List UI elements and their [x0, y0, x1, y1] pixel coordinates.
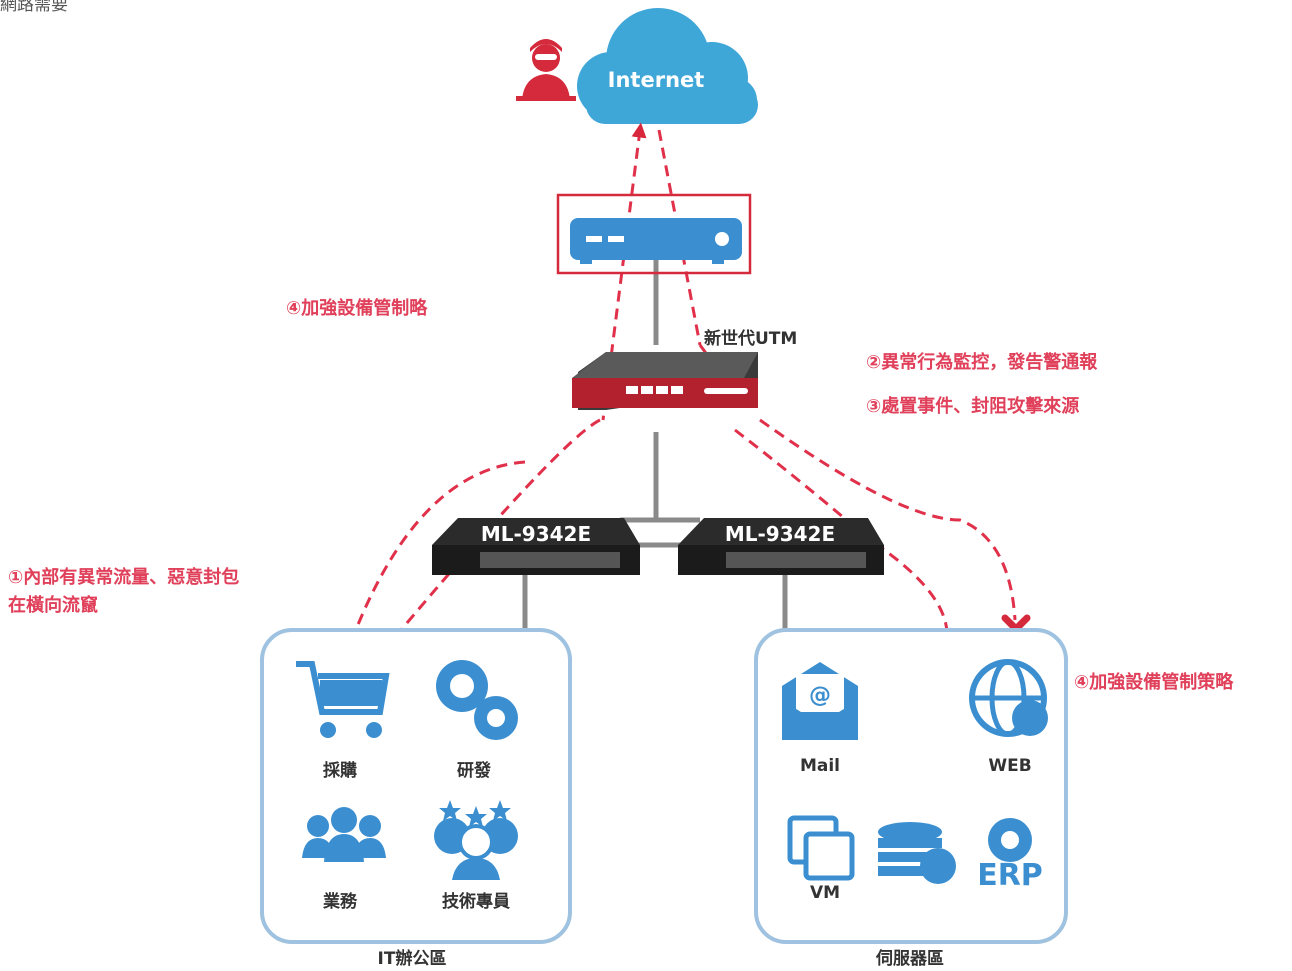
- server-item-web: WEB: [988, 756, 1032, 776]
- it-office-title: IT辦公區: [377, 949, 447, 969]
- annotation-handle-block: ③處置事件、封阻攻擊來源: [866, 396, 1080, 417]
- it-item-rnd: 研發: [457, 761, 491, 781]
- hacker-icon: [516, 39, 576, 101]
- internet-label: Internet: [607, 68, 705, 92]
- server-zone-title: 伺服器區: [876, 949, 944, 969]
- annotation-lateral-line1: ①內部有異常流量、惡意封包: [8, 567, 240, 588]
- server-item-mail: Mail: [799, 756, 841, 776]
- switch-right-label: ML-9342E: [724, 522, 836, 546]
- utm-device-icon: [572, 352, 758, 410]
- it-item-tech-specialist: 技術專員: [442, 892, 510, 912]
- annotation-strengthen-right: ④加強設備管制策略: [1074, 672, 1234, 693]
- server-item-vm: VM: [809, 883, 841, 903]
- annotation-strengthen-left: ④加強設備管制略: [286, 298, 428, 319]
- annotation-lateral-line2: 在橫向流竄: [8, 595, 98, 616]
- erp-label: ERP: [977, 858, 1043, 893]
- utm-label: 新世代UTM: [704, 329, 798, 349]
- annotation-monitor-alert: ②異常行為監控，發告警通報: [866, 352, 1098, 373]
- internet-cloud: [577, 8, 758, 124]
- switch-left-icon: [432, 518, 640, 575]
- header-partial-text: 網路需要: [0, 0, 68, 15]
- connection-lines: [522, 255, 788, 632]
- switch-left-label: ML-9342E: [480, 522, 592, 546]
- it-item-sales: 業務: [323, 892, 357, 912]
- it-item-purchasing: 採購: [323, 761, 357, 781]
- firewall-device-icon: [570, 218, 742, 264]
- firewall-highlight-box: [556, 193, 752, 275]
- switch-right-icon: [678, 518, 884, 575]
